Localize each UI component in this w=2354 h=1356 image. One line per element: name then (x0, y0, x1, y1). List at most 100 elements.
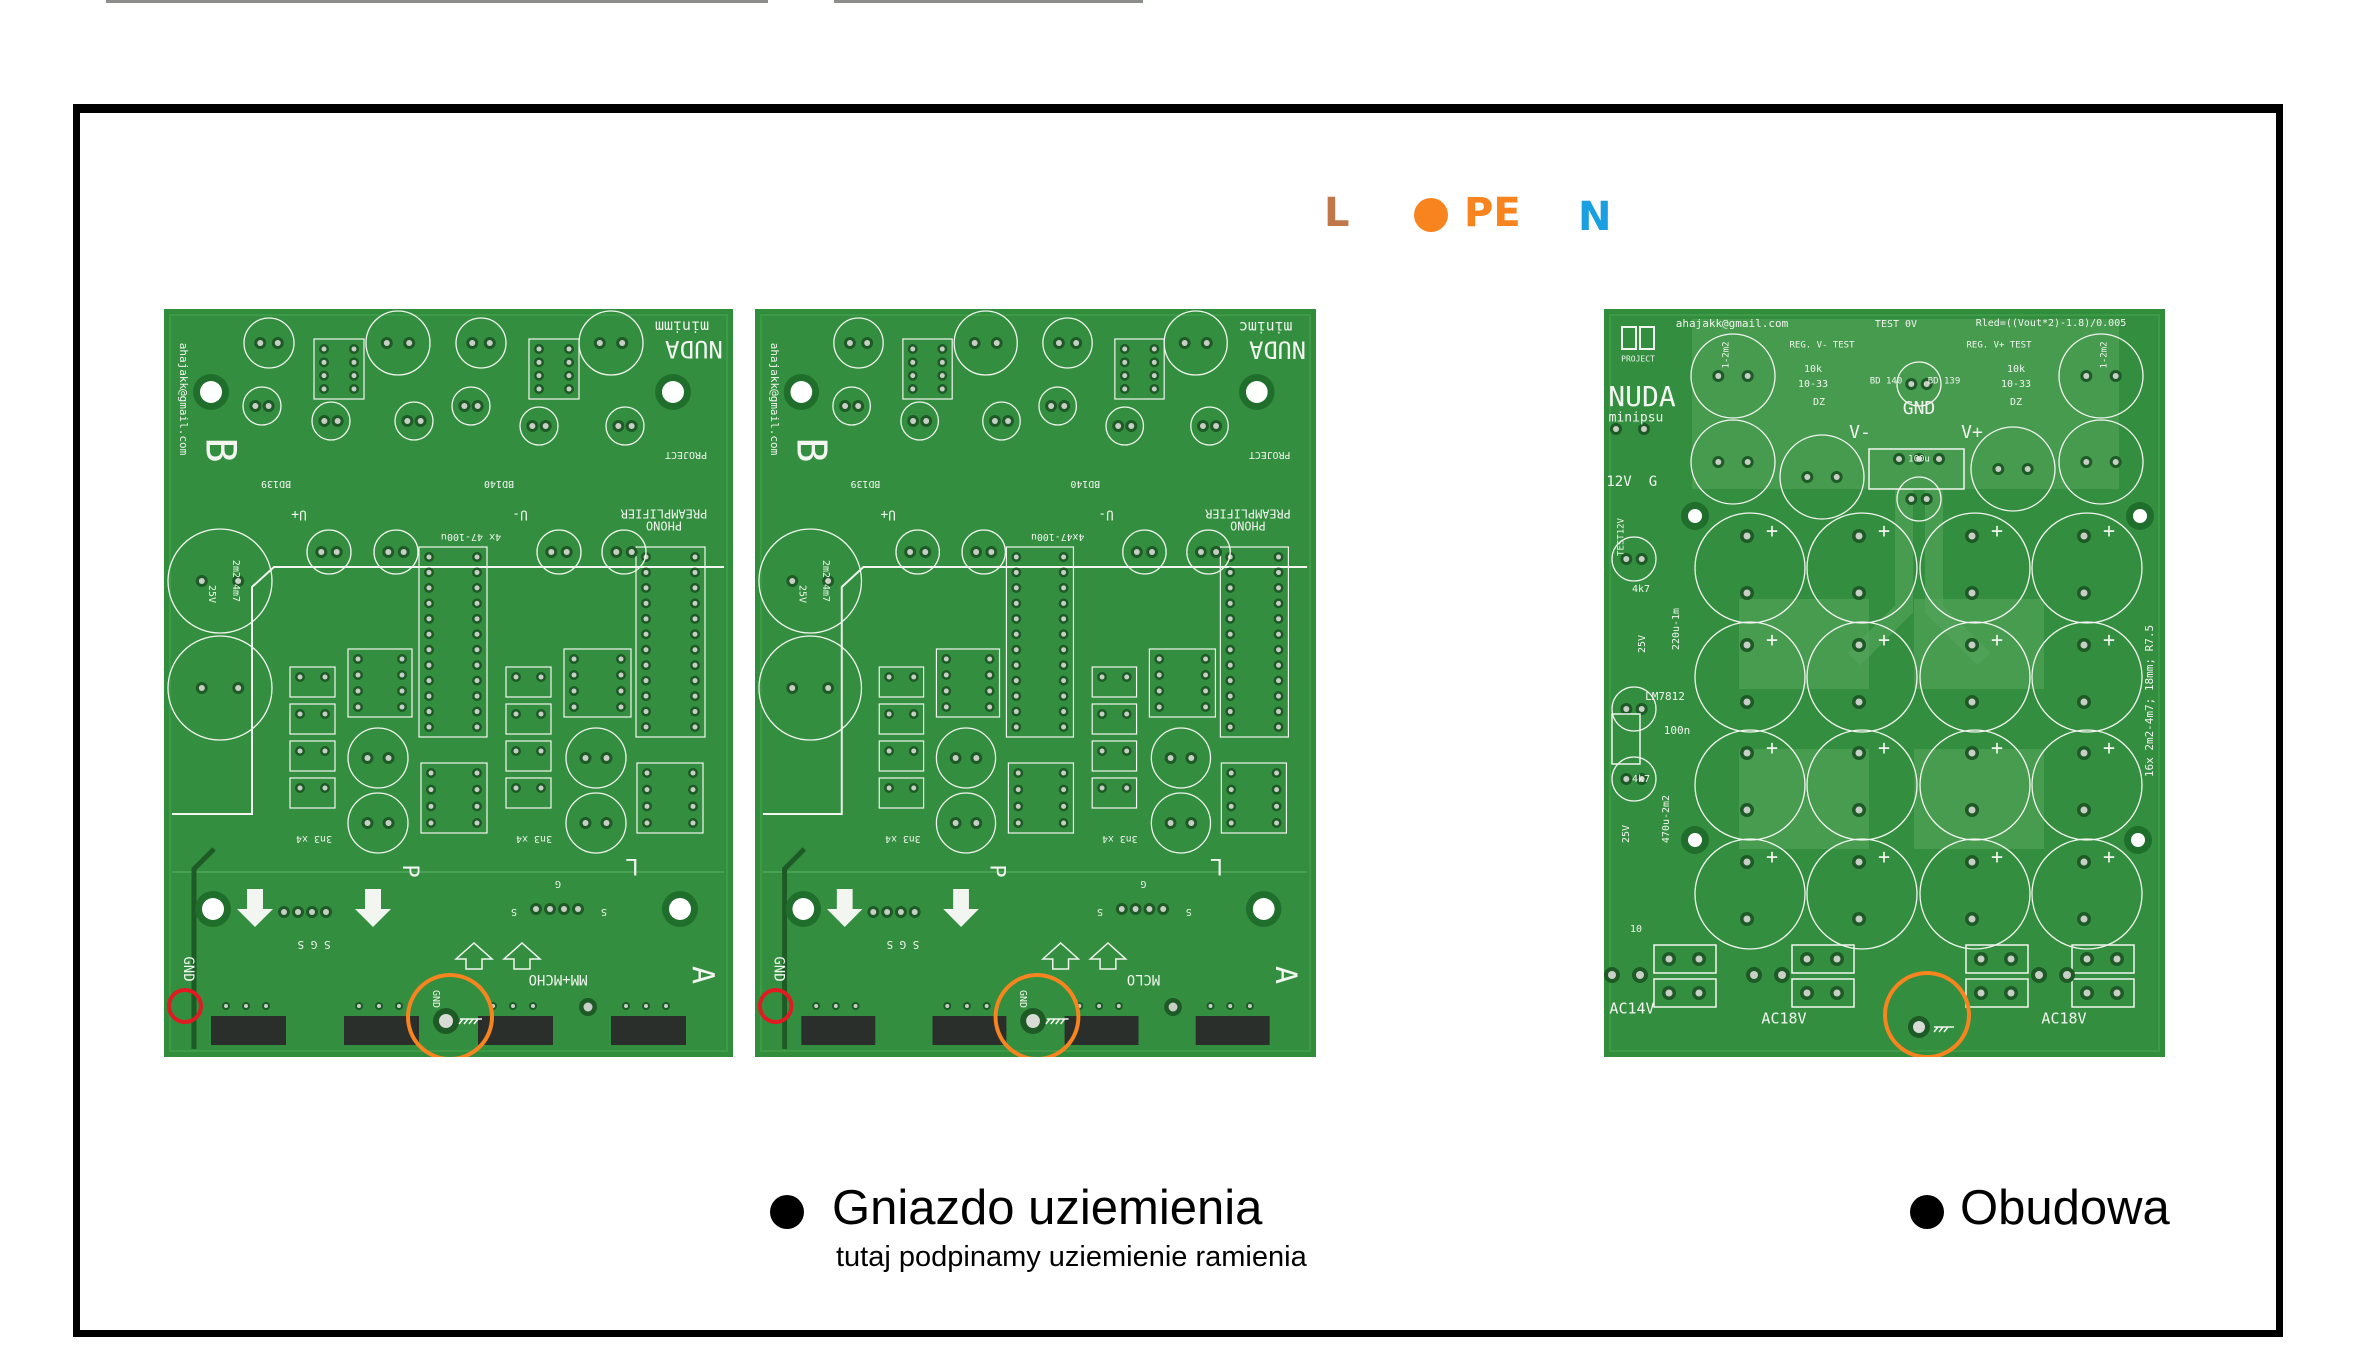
solder-hole (1743, 641, 1751, 649)
solder-hole (1623, 706, 1630, 712)
solder-hole (943, 672, 949, 678)
solder-hole (1055, 340, 1062, 346)
capacitor-outline (565, 792, 627, 854)
solder-hole (385, 820, 392, 826)
signal-arrow-down (943, 889, 979, 927)
legend-l: L (1324, 190, 1350, 236)
solder-hole (1227, 693, 1233, 699)
solder-hole (1743, 806, 1751, 814)
solder-hole (965, 1004, 969, 1008)
solder-hole (1151, 359, 1157, 365)
solder-hole (1061, 647, 1067, 653)
solder-hole (1208, 1004, 1213, 1008)
supply-label: U+ (291, 507, 307, 522)
solder-hole (474, 647, 480, 653)
solder-hole (582, 755, 589, 761)
preamplifier-label: PREAMPLIFIER (1204, 506, 1290, 520)
capacitor-outline (242, 386, 282, 426)
ic-socket-outline (1219, 546, 1289, 738)
capacitor-outline (373, 529, 419, 575)
plus-sign: + (1991, 845, 2003, 869)
solder-hole (1276, 569, 1281, 575)
terminal-outline (1965, 944, 2029, 974)
solder-hole (1061, 693, 1067, 699)
s-label: S (1186, 906, 1192, 917)
solder-hole (561, 906, 567, 912)
capacitor-outline (519, 406, 559, 446)
solder-hole (1855, 698, 1863, 706)
solder-hole (1695, 955, 1703, 963)
capacitor-outline (1186, 529, 1231, 575)
solder-hole (474, 403, 481, 409)
solder-hole (1641, 426, 1647, 432)
solder-hole (1013, 554, 1019, 560)
signal-arrow-up (454, 941, 494, 970)
solder-hole (426, 662, 432, 668)
solder-hole (1228, 803, 1234, 809)
solder-hole (1168, 1002, 1178, 1012)
ground-lug-hole (439, 1014, 453, 1028)
plus-sign: + (1766, 519, 1778, 543)
solder-hole (351, 346, 357, 352)
solder-hole (474, 554, 480, 560)
solder-hole (596, 340, 603, 346)
board-subtitle: minimc (1239, 318, 1292, 336)
solder-hole (1061, 662, 1067, 668)
solder-hole (690, 787, 696, 793)
solder-hole (1227, 600, 1233, 606)
solder-hole (538, 674, 544, 680)
solder-hole (618, 672, 624, 678)
solder-hole (1715, 459, 1722, 465)
plus-sign: + (1766, 736, 1778, 760)
terminal-outline (1791, 978, 1855, 1008)
channel-b-label: B (197, 437, 246, 462)
pcb-ground-pour (759, 314, 1312, 1052)
solder-hole (1715, 373, 1722, 379)
solder-hole (511, 1004, 515, 1008)
solder-hole (1916, 456, 1922, 462)
plus-sign: + (1878, 519, 1890, 543)
ic-socket-outline (289, 666, 336, 698)
solder-hole (1908, 381, 1915, 387)
solder-hole (1803, 955, 1811, 963)
solder-hole (618, 656, 624, 662)
solder-hole (1151, 373, 1157, 379)
earth-symbol (1933, 1026, 1954, 1033)
solder-hole (474, 569, 480, 575)
terminal-outline (1653, 944, 1717, 974)
solder-hole (571, 672, 577, 678)
solder-hole (1188, 755, 1195, 761)
channel-a-label: A (685, 966, 720, 984)
solder-hole (987, 672, 993, 678)
ic-socket-outline (878, 666, 925, 698)
solder-hole (910, 386, 916, 392)
capacitor-outline (2031, 729, 2143, 841)
solder-hole (911, 711, 917, 717)
test-0v-label: TEST 0V (1875, 319, 1917, 330)
capacitor-outline (2031, 838, 2143, 950)
solder-hole (364, 755, 371, 761)
solder-hole (2063, 971, 2071, 979)
s-label: S (601, 906, 607, 917)
solder-hole (1227, 724, 1233, 730)
capacitor-outline (1611, 536, 1657, 582)
enclosure-caption: Obudowa (1960, 1181, 2170, 1235)
solder-hole (322, 711, 328, 717)
solder-hole (939, 373, 945, 379)
solder-hole (295, 909, 301, 915)
solder-hole (2083, 373, 2090, 379)
capacitor-outline (1694, 512, 1806, 624)
solder-hole (644, 1004, 648, 1008)
solder-hole (1936, 456, 1942, 462)
solder-hole (385, 549, 392, 555)
plus-sign: + (2103, 628, 2115, 652)
solder-hole (643, 616, 649, 622)
capacitor-outline (1806, 621, 1918, 733)
mounting-hole (1688, 833, 1702, 847)
ic-socket-outline (935, 648, 1001, 718)
capacitor-outline (1919, 512, 2031, 624)
solder-hole (884, 909, 891, 915)
capacitor-outline (2031, 512, 2143, 624)
earth-symbol (1045, 1018, 1069, 1025)
ic-socket-outline (878, 777, 925, 809)
